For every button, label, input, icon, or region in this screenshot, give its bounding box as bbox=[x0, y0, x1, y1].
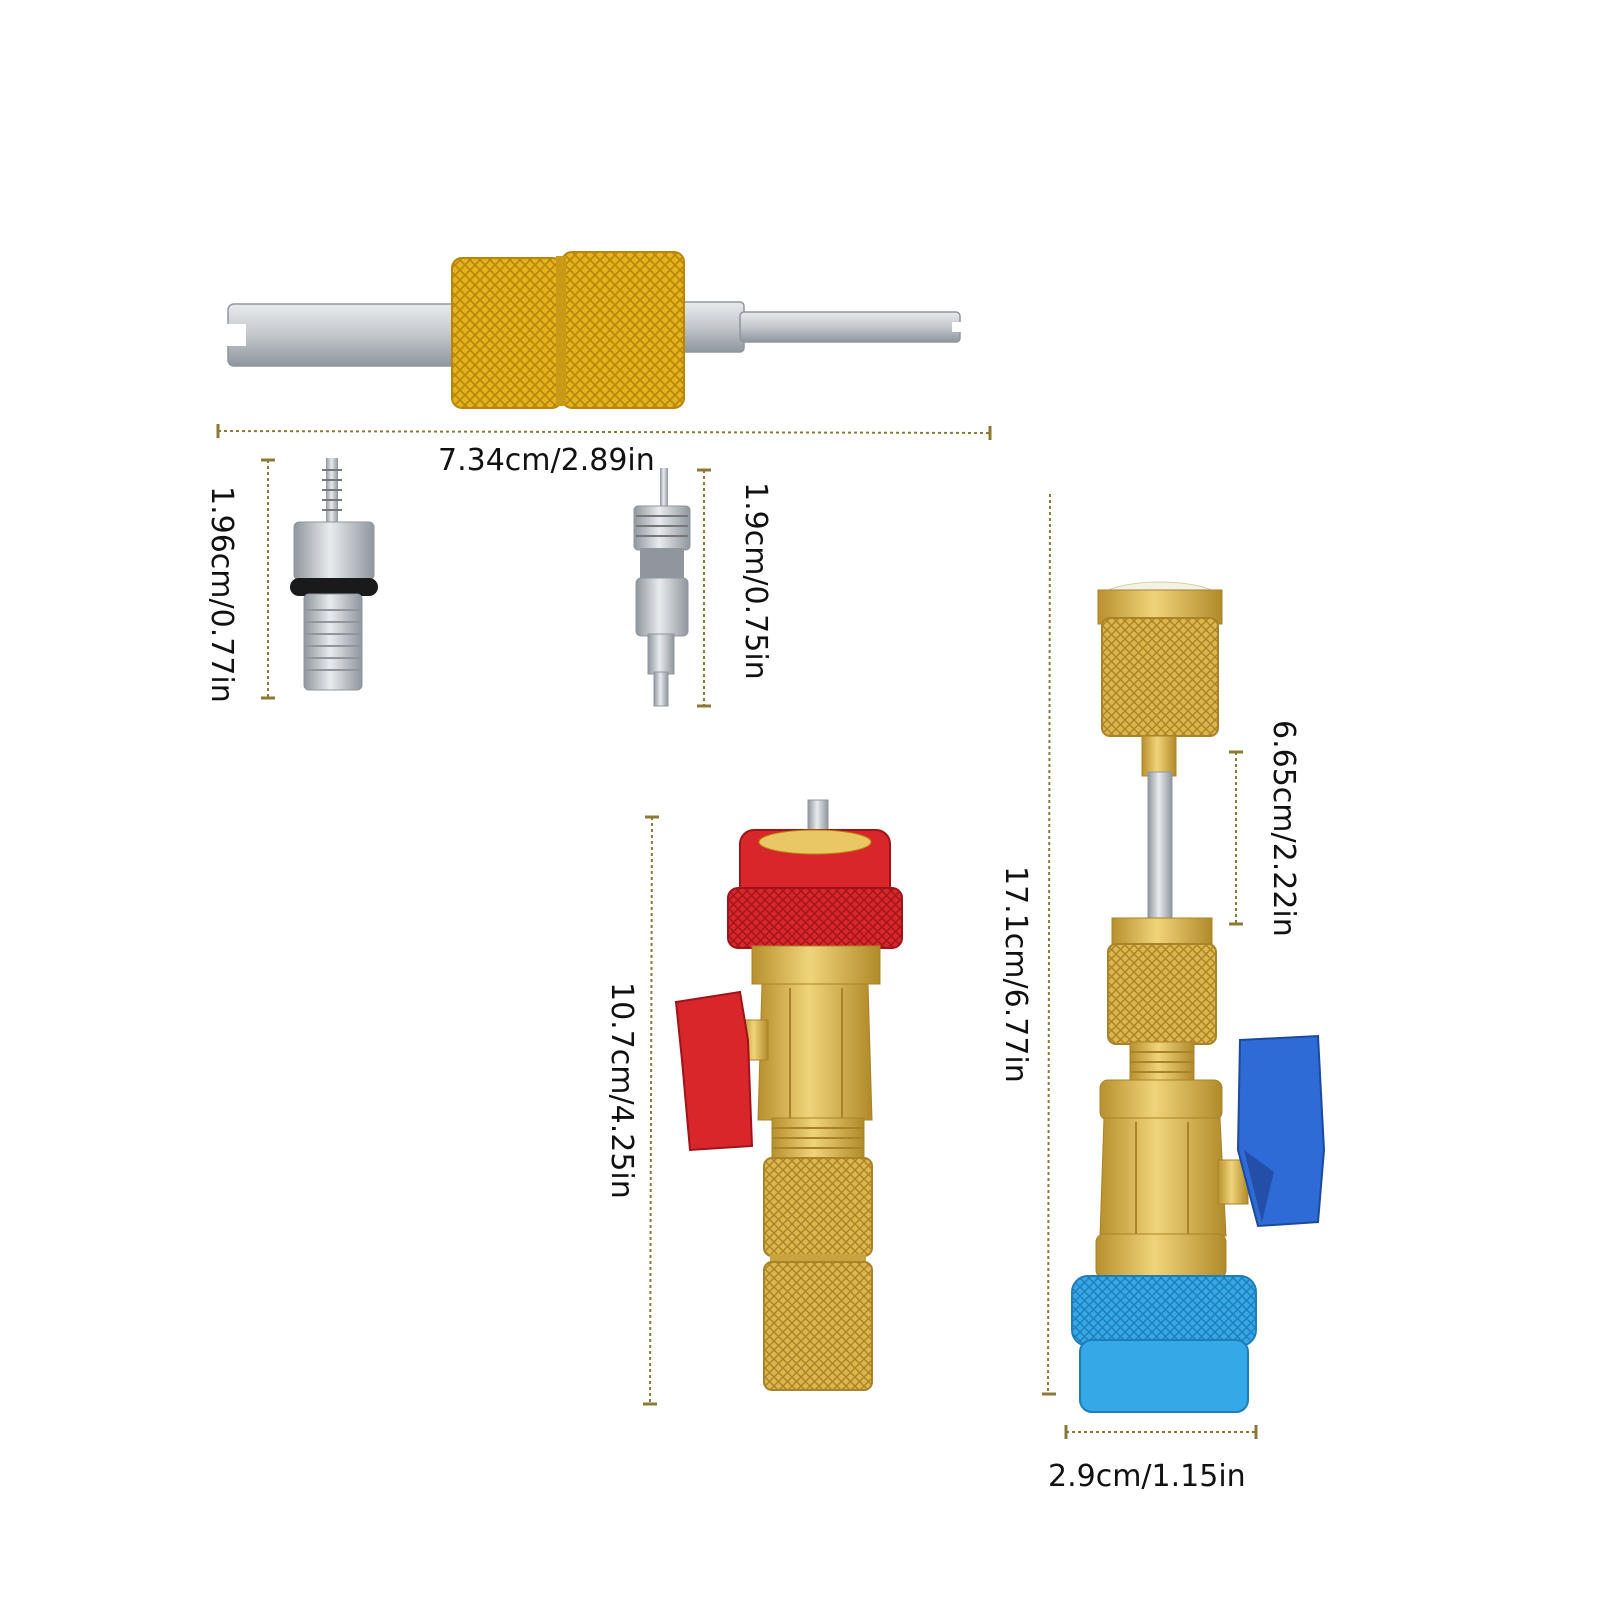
valve-core-left bbox=[290, 458, 378, 691]
blue-adapter-width-dimension bbox=[1064, 1425, 1258, 1439]
blue-adapter-width-label: 2.9cm/1.15in bbox=[1048, 1459, 1246, 1494]
blue-extension-dimension bbox=[1229, 750, 1243, 926]
red-adapter-height-label: 10.7cm/4.25in bbox=[604, 982, 639, 1199]
blue-adapter-height-label: 17.1cm/6.77in bbox=[998, 866, 1033, 1083]
tool-length-label: 7.34cm/2.89in bbox=[438, 443, 655, 478]
blue-adapter bbox=[1071, 581, 1326, 1413]
core-right-dimension bbox=[697, 468, 711, 708]
tool-length-dimension bbox=[216, 424, 992, 440]
valve-core-tool bbox=[222, 251, 964, 409]
valve-core-right bbox=[633, 468, 691, 707]
core-right-height-label: 1.9cm/0.75in bbox=[738, 482, 773, 680]
red-adapter-dimension bbox=[643, 815, 659, 1406]
blue-extension-length-label: 6.65cm/2.22in bbox=[1266, 720, 1301, 937]
core-left-dimension bbox=[261, 458, 275, 700]
core-left-height-label: 1.96cm/0.77in bbox=[204, 486, 239, 703]
red-adapter bbox=[674, 799, 903, 1391]
blue-adapter-height-dimension bbox=[1042, 493, 1056, 1396]
